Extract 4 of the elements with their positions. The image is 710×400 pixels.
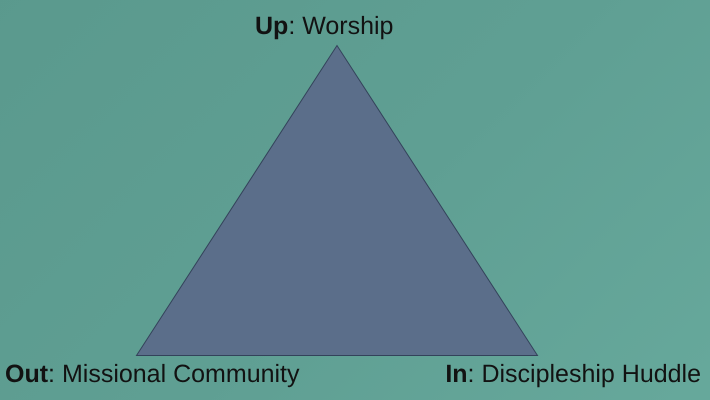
vertex-label: In: Discipleship Huddle [445, 361, 701, 388]
vertex-label: Up: Worship [255, 13, 394, 40]
vertex-label: Out: Missional Community [5, 361, 300, 388]
triangle-shape [136, 45, 538, 356]
